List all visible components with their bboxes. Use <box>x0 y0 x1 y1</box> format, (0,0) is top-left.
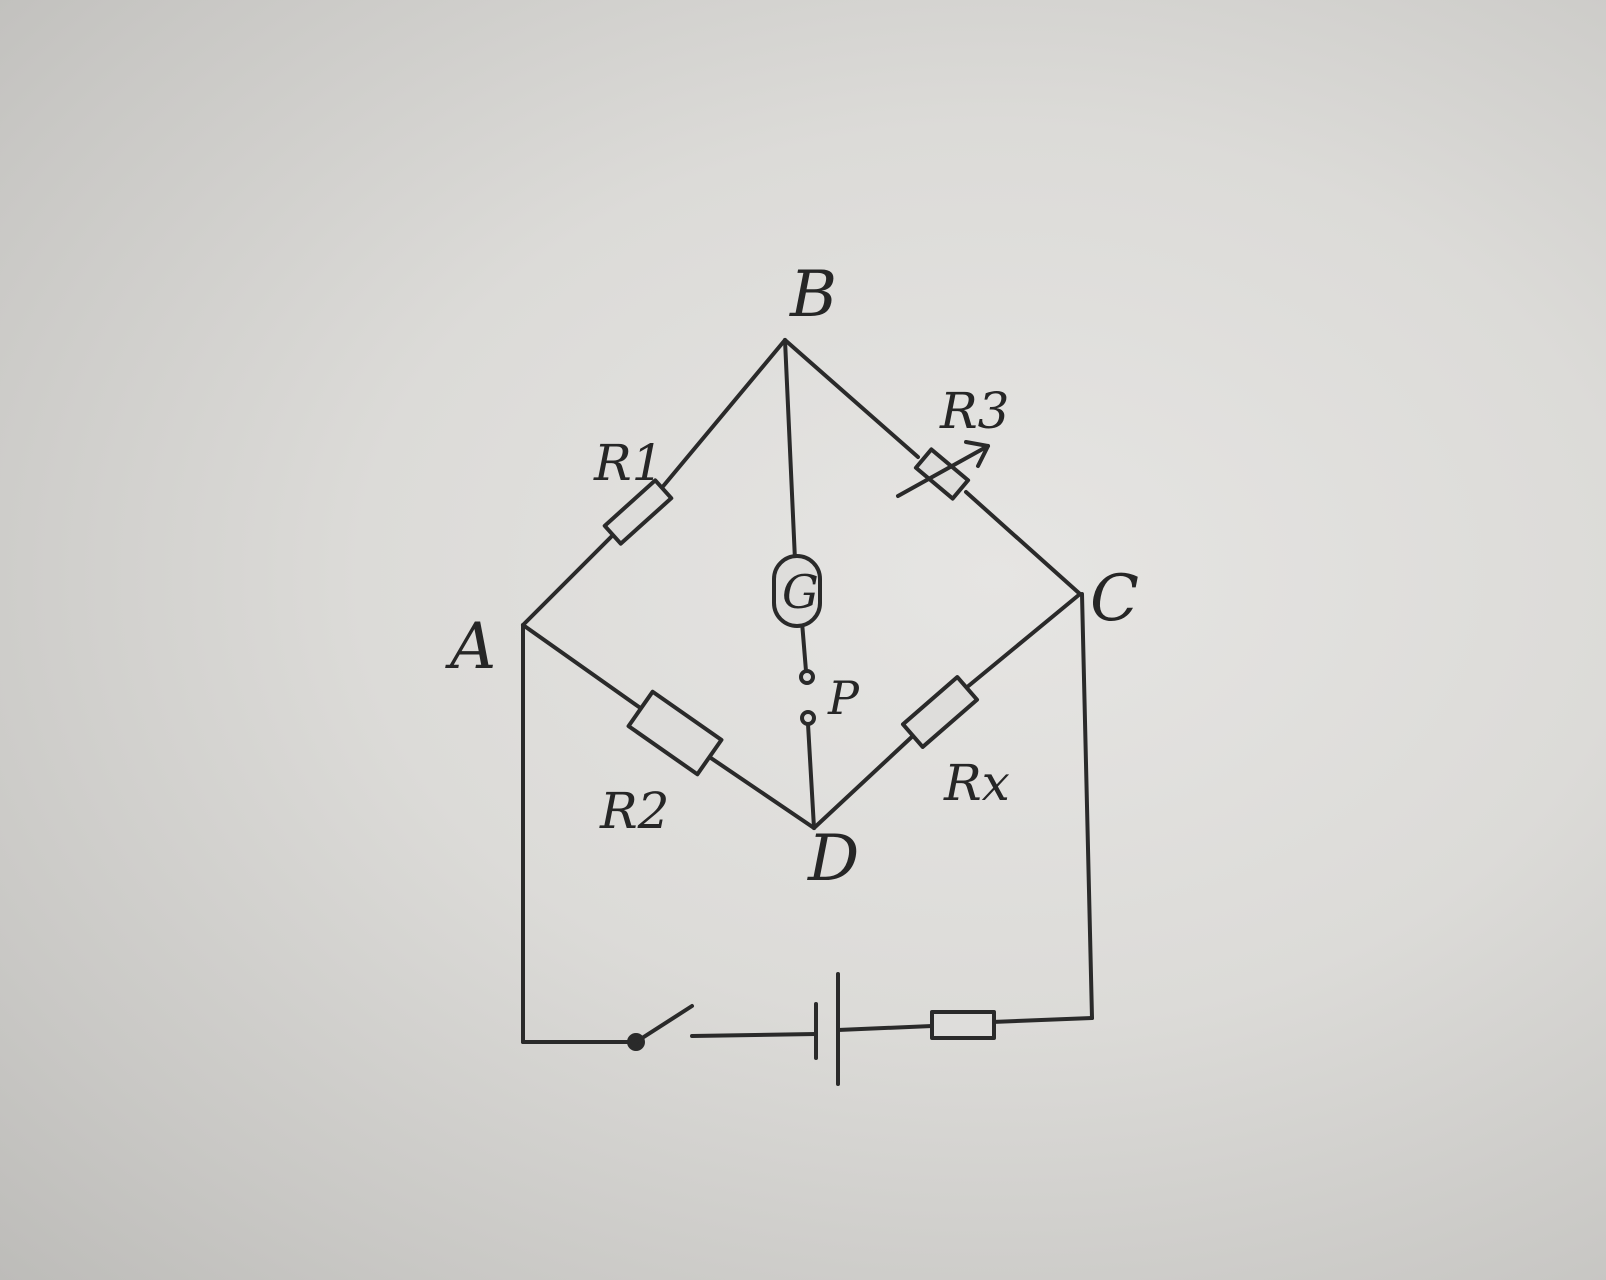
variable-resistor-r3 <box>913 447 971 501</box>
node-label-b: B <box>789 258 837 332</box>
node-label-c: C <box>1090 562 1139 636</box>
battery-icon <box>814 972 840 1086</box>
resistor-rx <box>900 675 980 749</box>
variable-arrow-icon <box>896 440 990 498</box>
switch-p <box>799 669 816 726</box>
outer-loop <box>521 592 1094 1044</box>
series-resistor <box>930 1010 996 1040</box>
label-r3: R3 <box>939 382 1009 440</box>
label-switch-p: P <box>827 671 860 725</box>
branch-a-d <box>521 623 816 830</box>
galvanometer: G <box>772 554 822 628</box>
node-label-a: A <box>445 610 496 684</box>
branch-a-b <box>521 338 787 627</box>
branch-b-d <box>783 338 816 830</box>
branch-b-c <box>783 338 1082 596</box>
label-r2: R2 <box>599 782 669 840</box>
main-switch <box>627 1004 694 1051</box>
branch-d-c <box>812 592 1082 830</box>
resistor-r1 <box>602 478 674 546</box>
resistor-r2 <box>626 689 724 777</box>
node-label-d: D <box>807 822 859 896</box>
label-r1: R1 <box>593 434 663 492</box>
galvanometer-label: G <box>782 565 819 619</box>
label-rx: Rx <box>943 754 1010 812</box>
